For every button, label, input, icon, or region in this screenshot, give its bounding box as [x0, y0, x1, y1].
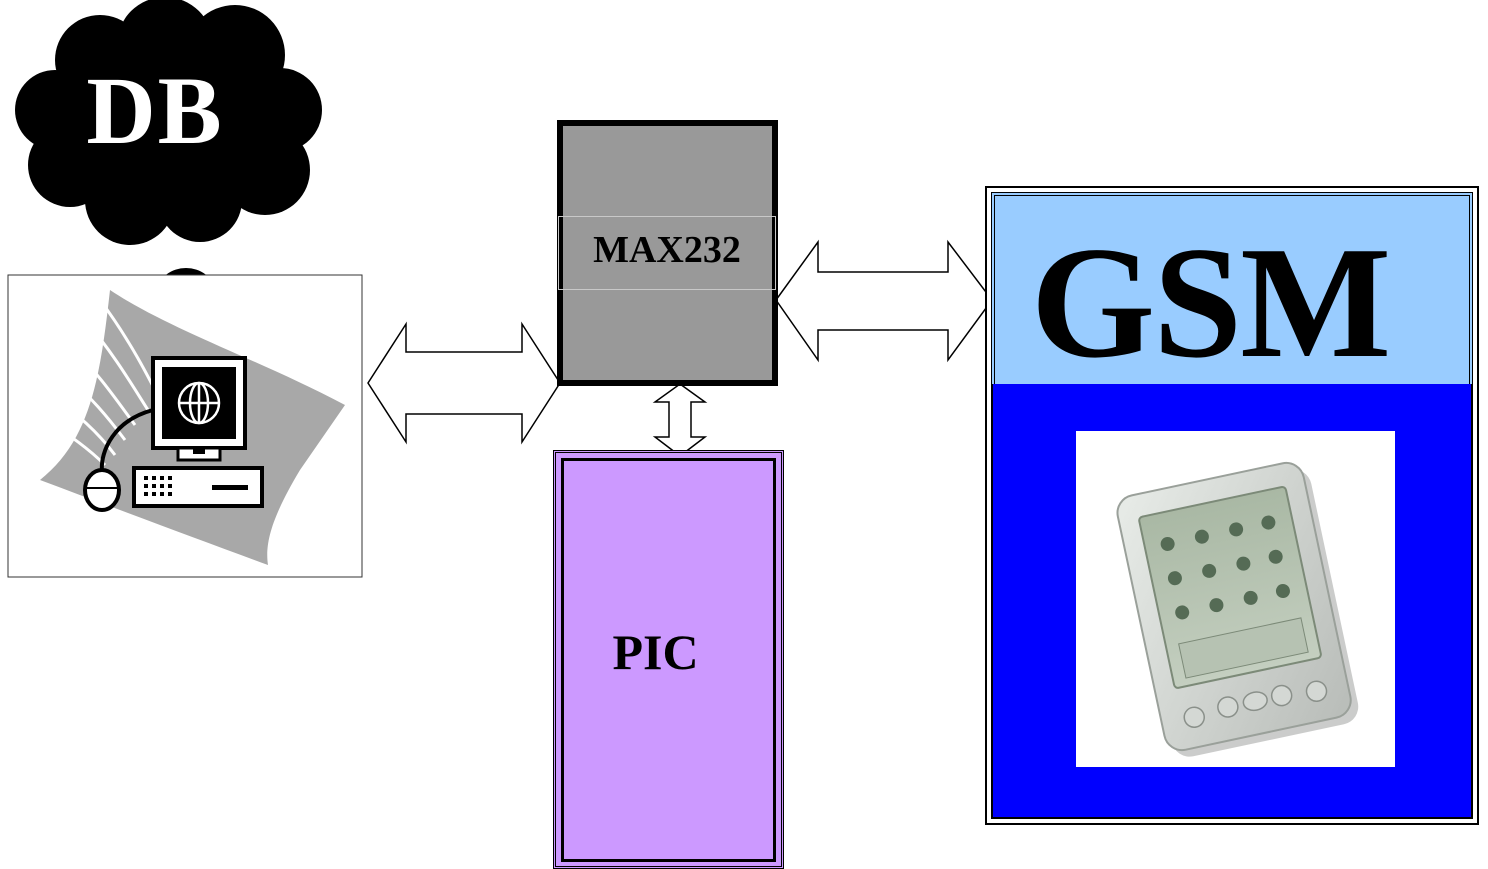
double-arrow-icon: [367, 321, 561, 445]
computer-icon: [7, 274, 363, 578]
handheld-device-photo: [1076, 431, 1395, 767]
pic-block: [553, 450, 784, 869]
globe-icon: [177, 381, 221, 425]
max232-label: MAX232: [593, 229, 741, 271]
db-label: DB: [86, 57, 224, 164]
cloud-icon: [15, 0, 322, 354]
pic-inner-border: [561, 458, 776, 862]
gsm-header: [991, 192, 1473, 384]
max232-label-band: [558, 216, 776, 290]
max232-block: [557, 120, 778, 386]
double-arrow-icon: [652, 383, 708, 457]
handheld-device-icon: [1116, 461, 1359, 757]
pic-label: PIC: [612, 624, 699, 680]
gsm-label: GSM: [1030, 213, 1391, 391]
double-arrow-icon: [775, 239, 993, 363]
